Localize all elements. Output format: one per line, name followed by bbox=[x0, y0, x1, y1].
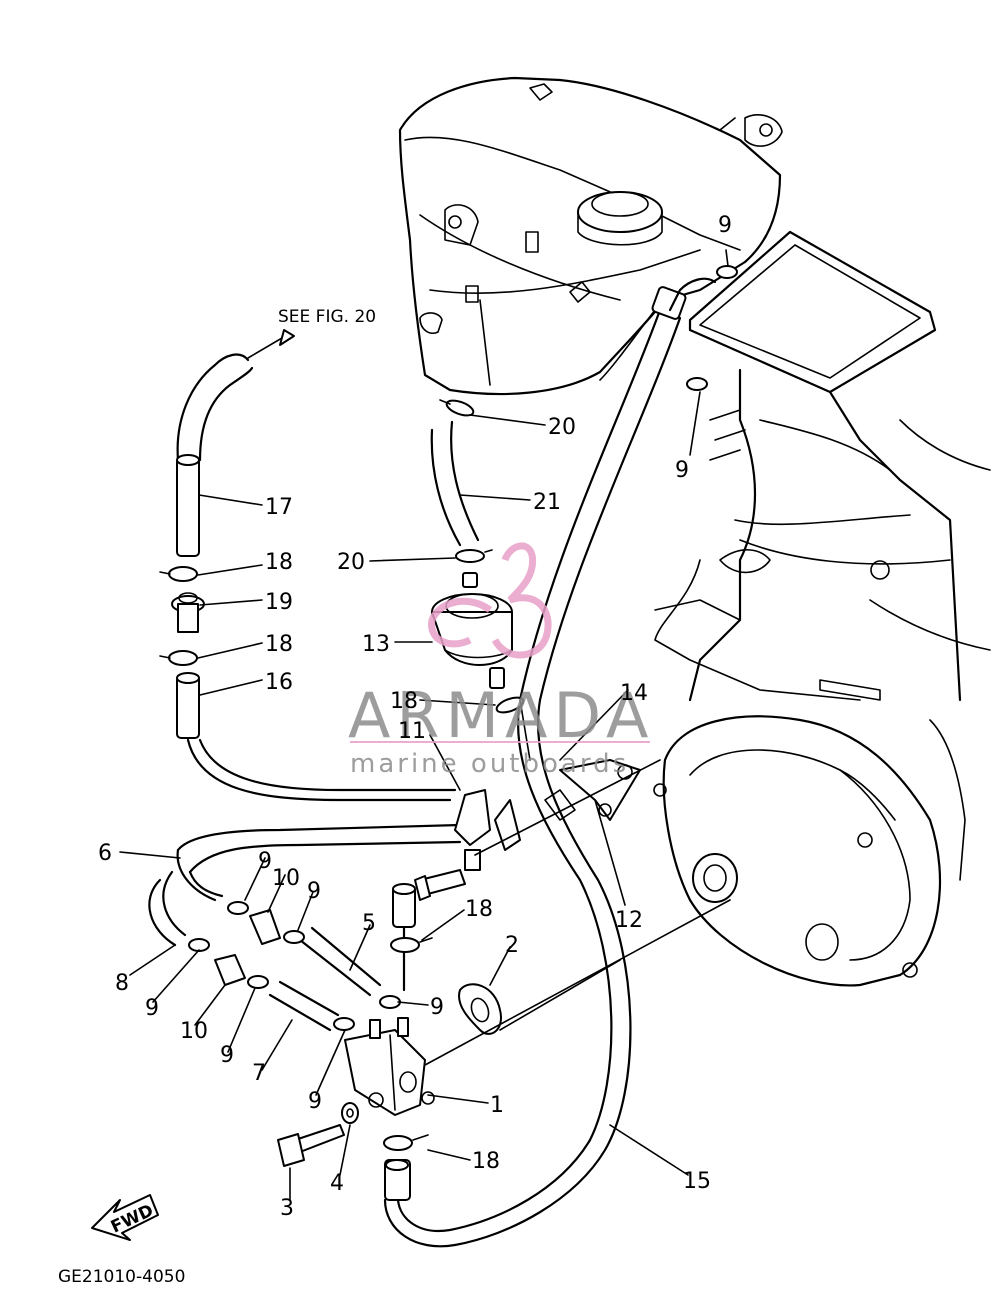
callout-19: 19 bbox=[265, 590, 293, 615]
callout-20: 20 bbox=[337, 550, 365, 575]
clamps-and-fittings bbox=[159, 265, 738, 1167]
callout-9: 9 bbox=[430, 995, 444, 1020]
fuel-hoses bbox=[148, 277, 717, 1248]
callout-5: 5 bbox=[362, 911, 376, 936]
callout-7: 7 bbox=[252, 1061, 266, 1086]
armada-watermark: ARMADA marine outboards bbox=[348, 542, 654, 779]
callout-9: 9 bbox=[220, 1043, 234, 1068]
engine-block bbox=[653, 230, 991, 987]
callout-10: 10 bbox=[180, 1019, 208, 1044]
callout-11: 11 bbox=[398, 719, 426, 744]
leader-lines bbox=[119, 249, 731, 1201]
callout-13: 13 bbox=[362, 632, 390, 657]
figure-code: GE21010-4050 bbox=[58, 1267, 185, 1287]
callout-17: 17 bbox=[265, 495, 293, 520]
callout-10: 10 bbox=[272, 866, 300, 891]
callout-9: 9 bbox=[308, 1089, 322, 1114]
watermark-brand: ARMADA bbox=[348, 679, 654, 752]
callout-14: 14 bbox=[620, 681, 648, 706]
callout-2: 2 bbox=[505, 933, 519, 958]
fuel-tank bbox=[398, 76, 783, 396]
callout-18: 18 bbox=[265, 550, 293, 575]
callout-6: 6 bbox=[98, 841, 112, 866]
callout-9: 9 bbox=[307, 879, 321, 904]
callout-12: 12 bbox=[615, 908, 643, 933]
callout-21: 21 bbox=[533, 490, 561, 515]
see-fig-note: SEE FIG. 20 bbox=[278, 307, 376, 327]
callout-16: 16 bbox=[265, 670, 293, 695]
callout-1: 1 bbox=[490, 1093, 504, 1118]
callout-3: 3 bbox=[280, 1196, 294, 1221]
watermark-tagline: marine outboards bbox=[350, 749, 629, 779]
callout-9: 9 bbox=[718, 213, 732, 238]
callout-9: 9 bbox=[145, 996, 159, 1021]
callout-20: 20 bbox=[548, 415, 576, 440]
callout-8: 8 bbox=[115, 971, 129, 996]
callout-15: 15 bbox=[683, 1169, 711, 1194]
callout-18: 18 bbox=[390, 689, 418, 714]
callout-18: 18 bbox=[465, 897, 493, 922]
callout-4: 4 bbox=[330, 1171, 344, 1196]
callout-18: 18 bbox=[472, 1149, 500, 1174]
callout-18: 18 bbox=[265, 632, 293, 657]
callout-9: 9 bbox=[675, 458, 689, 483]
fwd-arrow-icon bbox=[91, 1194, 159, 1241]
callout-9: 9 bbox=[258, 849, 272, 874]
